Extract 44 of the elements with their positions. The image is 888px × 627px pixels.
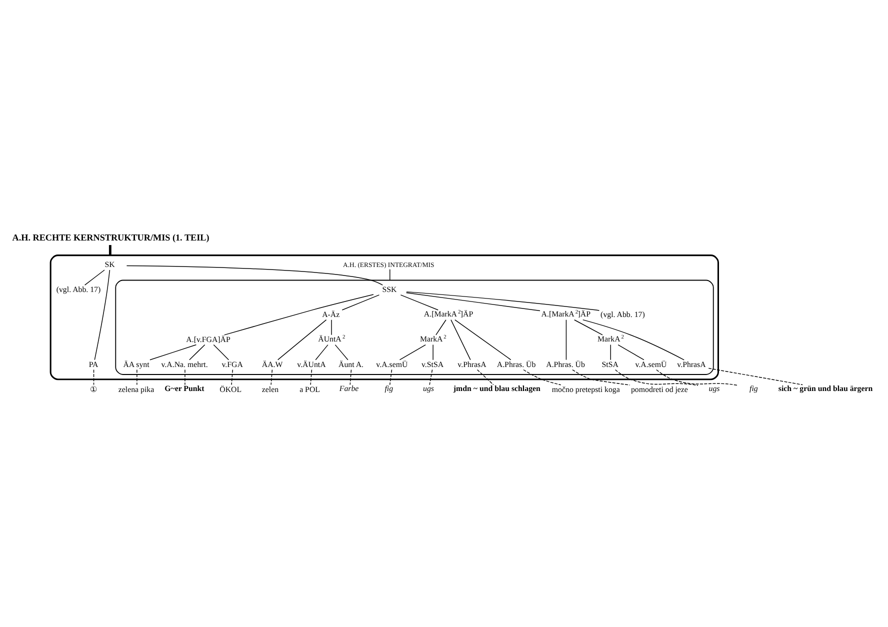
connector — [450, 318, 471, 360]
connector — [94, 269, 110, 360]
connector — [656, 368, 738, 386]
connector — [224, 294, 374, 335]
connector — [136, 368, 138, 385]
connector — [150, 344, 197, 360]
cluster — [50, 254, 719, 380]
connector — [454, 318, 512, 360]
connector — [399, 344, 426, 360]
connector — [406, 292, 540, 311]
node-text: A.H. RECHTE KERNSTRUKTUR/MIS (1. TEIL) — [12, 232, 210, 242]
connector — [566, 318, 567, 360]
connector — [331, 319, 332, 335]
connector — [389, 368, 392, 385]
connector — [277, 318, 327, 360]
connector — [270, 368, 273, 385]
connector — [350, 368, 352, 385]
connector — [93, 368, 94, 385]
connector — [476, 368, 494, 385]
connector — [84, 269, 105, 285]
connector — [310, 368, 312, 385]
connector — [108, 244, 112, 255]
cluster — [115, 279, 714, 374]
connector — [189, 344, 206, 360]
connector — [213, 344, 230, 360]
connector — [432, 344, 434, 360]
connector — [231, 368, 234, 385]
connector — [334, 344, 348, 360]
connector — [574, 319, 603, 335]
connector — [436, 319, 446, 335]
connector — [523, 368, 562, 385]
connector — [618, 344, 644, 360]
connector — [406, 290, 600, 310]
connector — [708, 367, 803, 385]
connector — [582, 318, 684, 360]
connector — [315, 344, 328, 360]
connector — [429, 368, 433, 385]
connector — [614, 368, 698, 386]
connector — [610, 344, 611, 360]
connector — [126, 264, 383, 285]
connector — [400, 294, 438, 310]
connector — [184, 368, 186, 385]
connector — [572, 368, 630, 385]
connector — [342, 294, 380, 310]
